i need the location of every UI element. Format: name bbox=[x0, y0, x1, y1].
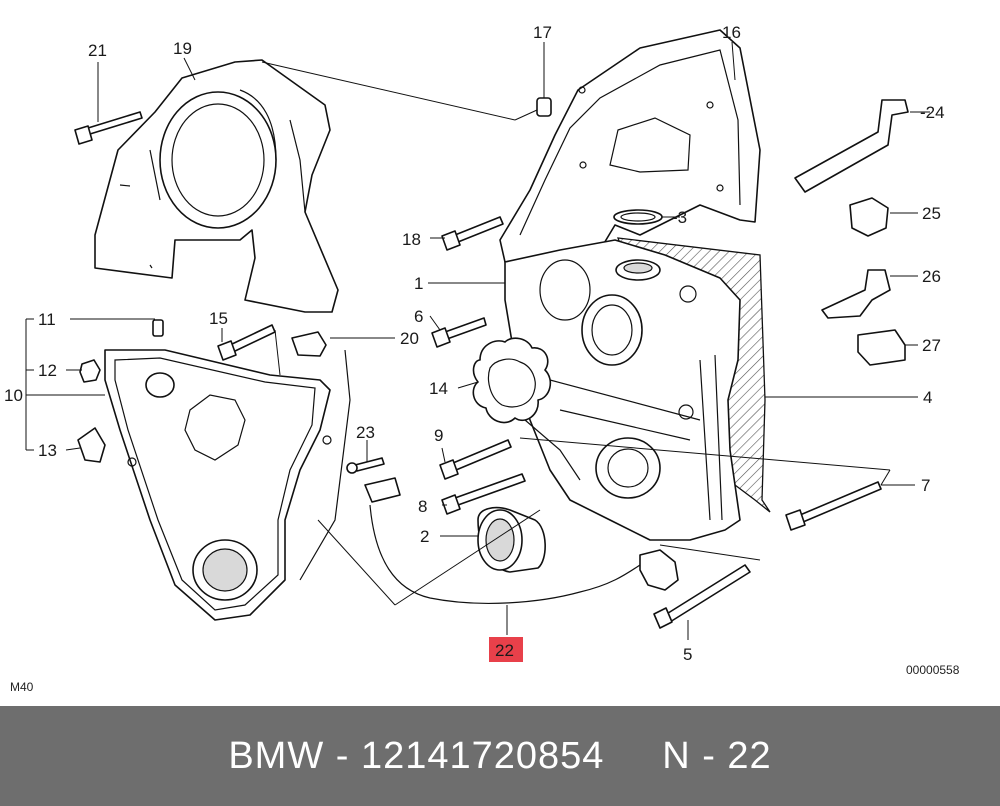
part-bolt-8 bbox=[441, 473, 526, 515]
part-bolt-18 bbox=[441, 216, 504, 251]
callout-2: 2 bbox=[420, 527, 429, 546]
part-lower-timing-cover bbox=[104, 349, 351, 621]
part-bolt-21 bbox=[74, 111, 143, 145]
parts-diagram: 21 19 17 16 -24 25 -3 18 26 1 11 15 6 20… bbox=[4, 23, 945, 664]
callout-4: 4 bbox=[923, 388, 932, 407]
callout-11: 11 bbox=[38, 310, 56, 329]
part-bracket-26 bbox=[821, 269, 891, 319]
callout-12: 12 bbox=[38, 361, 57, 380]
callout-21: 21 bbox=[88, 41, 107, 60]
part-clip-27 bbox=[857, 329, 906, 366]
part-bolt-5 bbox=[653, 564, 751, 629]
callout-23: 23 bbox=[356, 423, 375, 442]
callout-6: 6 bbox=[414, 307, 423, 326]
part-sensor-20 bbox=[291, 331, 327, 357]
callout-8: 8 bbox=[418, 497, 427, 516]
callout-16: 16 bbox=[722, 23, 741, 42]
callout-labels: 21 19 17 16 -24 25 -3 18 26 1 11 15 6 20… bbox=[4, 23, 945, 664]
part-screw-23 bbox=[346, 457, 385, 474]
callout-3: -3 bbox=[672, 208, 687, 227]
part-number-banner: BMW - 12141720854 N - 22 bbox=[0, 706, 1000, 806]
callout-27: 27 bbox=[922, 336, 941, 355]
leader-lines bbox=[25, 41, 930, 640]
callout-17: 17 bbox=[533, 23, 552, 42]
part-upper-timing-cover bbox=[94, 59, 339, 313]
callout-22-highlight bbox=[489, 637, 523, 662]
part-timing-case-16 bbox=[499, 29, 761, 263]
drawing-number: 00000558 bbox=[906, 663, 960, 677]
part-nut-12 bbox=[79, 359, 101, 383]
callout-13: 13 bbox=[38, 441, 57, 460]
callout-15: 15 bbox=[209, 309, 228, 328]
callout-5: 5 bbox=[683, 645, 692, 664]
callout-22: 22 bbox=[495, 641, 514, 660]
part-bolt-6 bbox=[431, 317, 487, 348]
part-number-text: BMW - 12141720854 N - 22 bbox=[228, 735, 772, 777]
part-clip-11 bbox=[152, 319, 164, 337]
part-bracket-24 bbox=[794, 99, 909, 193]
part-timing-case-1 bbox=[504, 239, 741, 541]
part-sensor-22 bbox=[364, 477, 679, 604]
part-bolt-15 bbox=[217, 324, 276, 361]
callout-26: 26 bbox=[922, 267, 941, 286]
part-dowel-17 bbox=[536, 97, 552, 117]
callout-10: 10 bbox=[4, 386, 23, 405]
callout-9: 9 bbox=[434, 426, 443, 445]
callout-25: 25 bbox=[922, 204, 941, 223]
callout-1: 1 bbox=[414, 274, 423, 293]
part-bolt-7 bbox=[785, 481, 882, 531]
part-bolt-9 bbox=[439, 439, 512, 480]
callout-20: 20 bbox=[400, 329, 419, 348]
callout-7: 7 bbox=[921, 476, 930, 495]
part-clip-13 bbox=[77, 427, 106, 463]
callout-24: -24 bbox=[920, 103, 945, 122]
part-gasket-14 bbox=[472, 337, 552, 424]
model-code: M40 bbox=[10, 680, 34, 694]
part-o-ring-3 bbox=[613, 209, 663, 225]
part-clip-25 bbox=[849, 197, 889, 237]
part-seal-2 bbox=[477, 506, 546, 573]
callout-18: 18 bbox=[402, 230, 421, 249]
callout-14: 14 bbox=[429, 379, 448, 398]
callout-19: 19 bbox=[173, 39, 192, 58]
